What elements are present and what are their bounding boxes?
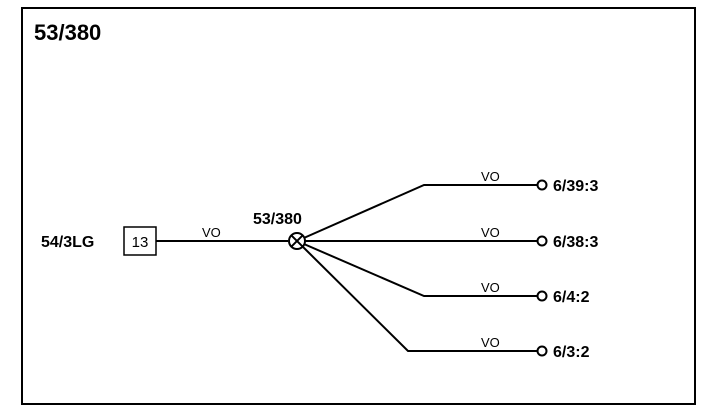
branch-1-terminal	[536, 179, 548, 191]
source-pin-number: 13	[132, 234, 149, 251]
branch-wire-4: VO 6/3:2	[296, 240, 590, 361]
diagram-frame	[21, 7, 696, 405]
splice-label: 53/380	[253, 211, 302, 228]
branch-wire-1: VO 6/39:3	[296, 169, 598, 242]
branch-4-wire-color: VO	[481, 335, 500, 350]
branch-1-wire-color: VO	[481, 169, 500, 184]
splice-icon	[288, 232, 306, 250]
branch-3-wire-color: VO	[481, 280, 500, 295]
branch-3-terminal	[536, 290, 548, 302]
branch-3-wire	[296, 240, 537, 297]
diagram-title: 53/380	[34, 20, 101, 45]
splice-cross-b	[290, 234, 304, 248]
source-wire-color: VO	[202, 225, 221, 240]
branch-4-terminal	[536, 345, 548, 357]
branch-wire-3: VO 6/4:2	[296, 240, 590, 306]
branch-2-wire-color: VO	[481, 225, 500, 240]
branch-1-destination: 6/39:3	[553, 178, 598, 195]
branch-1-wire	[296, 184, 537, 242]
source-pin-box	[123, 226, 157, 256]
branch-4-wire	[296, 240, 537, 352]
branch-2-terminal	[536, 235, 548, 247]
branch-2-destination: 6/38:3	[553, 234, 598, 251]
branch-wire-2: VO 6/38:3	[297, 225, 598, 251]
branch-4-destination: 6/3:2	[553, 344, 590, 361]
branch-3-destination: 6/4:2	[553, 289, 590, 306]
source-connector-label: 54/3LG	[41, 234, 94, 251]
